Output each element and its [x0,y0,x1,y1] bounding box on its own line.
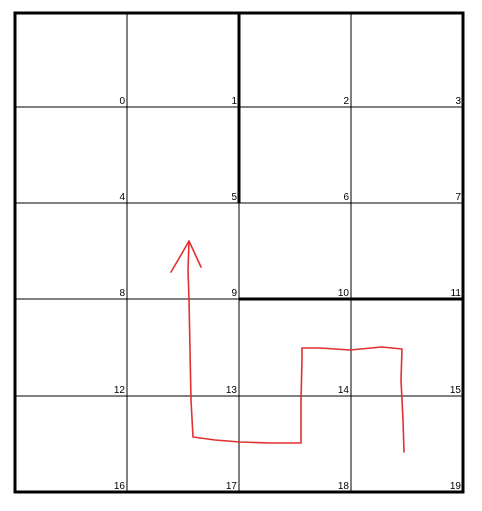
cell-label-11: 11 [451,288,462,299]
cell-label-0: 0 [119,96,125,107]
cell-label-2: 2 [343,96,349,107]
cell-label-10: 10 [338,288,350,299]
cell-label-18: 18 [338,481,350,492]
cell-label-13: 13 [226,385,238,396]
drawn-path [170,240,405,453]
arrow-head-icon [170,240,202,273]
cell-label-14: 14 [338,385,350,396]
path-line [187,240,405,453]
cell-label-16: 16 [114,481,126,492]
cell-label-8: 8 [119,288,125,299]
cell-label-12: 12 [114,385,126,396]
cell-label-19: 19 [450,481,462,492]
cell-label-9: 9 [231,288,237,299]
cell-label-1: 1 [231,96,237,107]
cell-label-6: 6 [343,192,349,203]
cell-label-5: 5 [231,192,237,203]
cell-label-7: 7 [455,192,461,203]
cell-label-15: 15 [450,385,462,396]
cell-label-17: 17 [226,481,238,492]
cell-label-3: 3 [455,96,461,107]
thick-walls [13,11,465,494]
cell-label-4: 4 [119,192,125,203]
cell-labels: 0 1 2 3 4 5 6 7 8 9 10 11 12 13 14 15 16… [114,96,462,492]
